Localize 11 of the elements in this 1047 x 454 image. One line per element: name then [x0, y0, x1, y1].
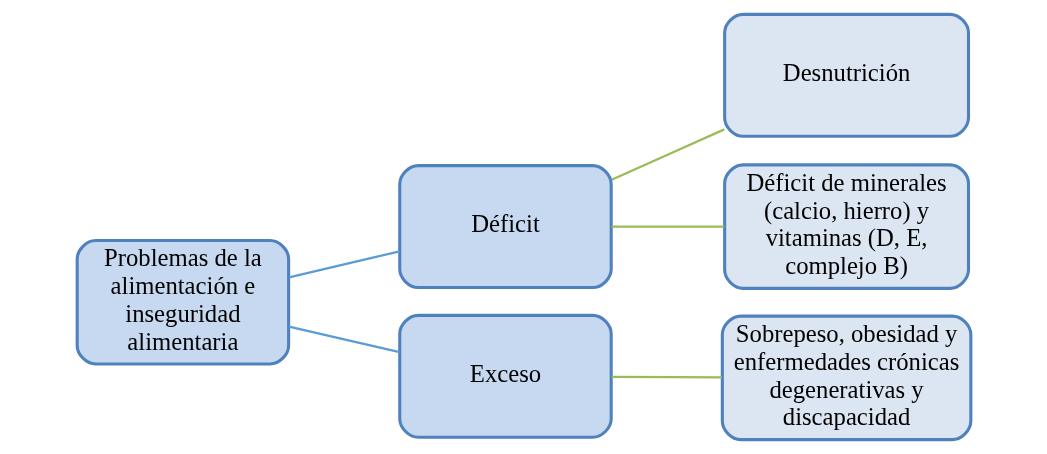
node-box: Desnutrición — [722, 12, 970, 138]
connector — [610, 128, 725, 181]
connector — [611, 375, 722, 379]
connector — [611, 225, 724, 228]
node-box: Problemas de la alimentación e inseguridad alimentaria — [75, 238, 290, 366]
node-box: Déficit de minerales (calcio, hierro) y vitaminas (D, E, complejo B) — [722, 163, 970, 290]
connector — [288, 250, 400, 279]
connector — [288, 325, 400, 354]
node-box: Déficit — [397, 164, 613, 290]
node-box: Sobrepeso, obesidad y enfermedades crónicas degenerativas y discapacidad — [720, 314, 972, 442]
node-box: Exceso — [397, 313, 613, 439]
